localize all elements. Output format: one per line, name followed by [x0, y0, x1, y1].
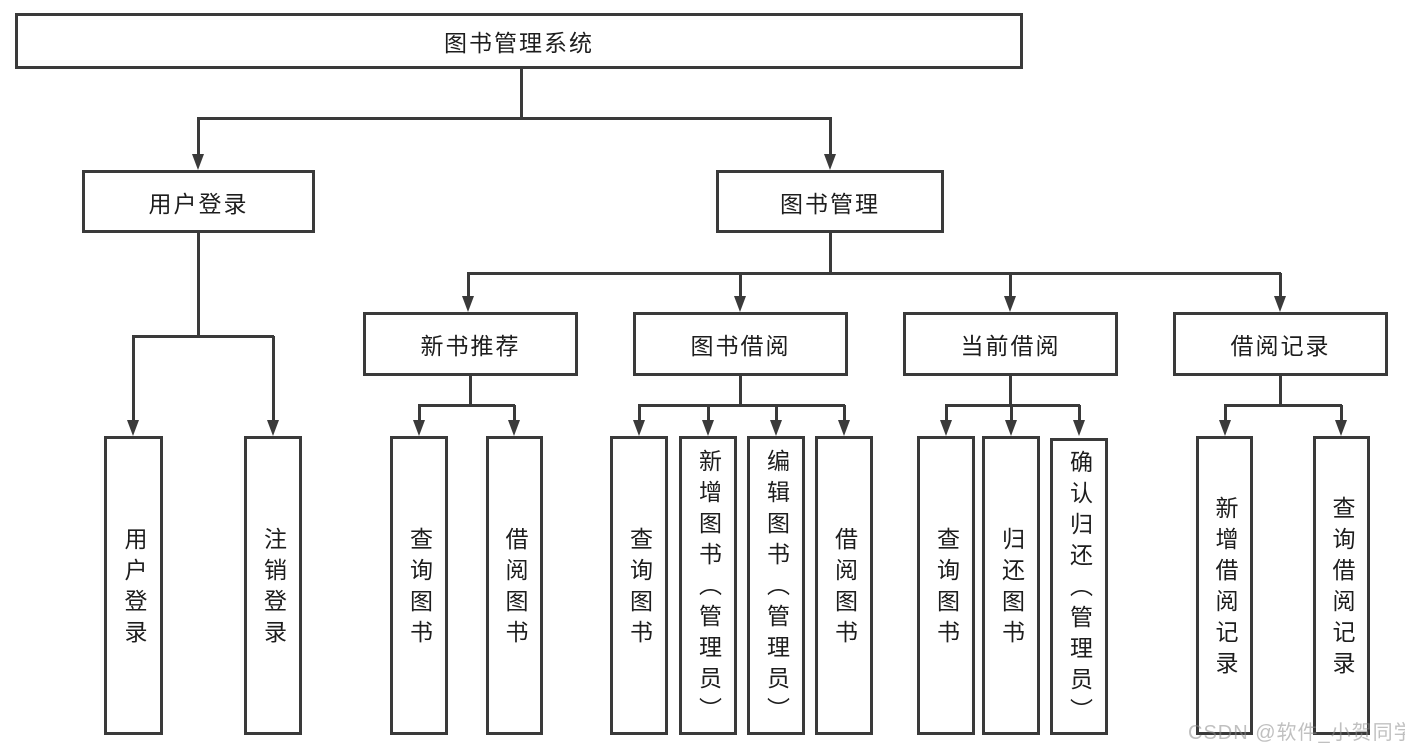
leaf-add-books-admin: 新增图书（管理员） [679, 436, 737, 735]
connector-line [638, 404, 845, 407]
arrowhead-icon [769, 420, 782, 436]
arrowhead-icon [1334, 420, 1347, 436]
connector-line [1010, 405, 1013, 422]
connector-line [132, 335, 274, 338]
leaf-return-books: 归还图书 [982, 436, 1040, 735]
connector-line [1009, 376, 1012, 405]
leaf-borrow-books: 借阅图书 [815, 436, 873, 735]
connector-line [197, 117, 832, 120]
arrowhead-icon [1218, 420, 1231, 436]
arrowhead-icon [1072, 420, 1085, 436]
connector-line [1279, 273, 1282, 298]
node-borrowing-records: 借阅记录 [1173, 312, 1388, 376]
csdn-watermark: CSDN @软件_小贺同学 [1188, 722, 1405, 744]
connector-line [1340, 405, 1343, 422]
arrowhead-icon [939, 420, 952, 436]
connector-line [467, 272, 1281, 275]
connector-line [272, 336, 275, 422]
connector-line [467, 273, 470, 298]
connector-line [1224, 404, 1342, 407]
arrowhead-icon [126, 420, 139, 436]
connector-line [1009, 273, 1012, 298]
arrowhead-icon [461, 296, 474, 312]
arrowhead-icon [507, 420, 520, 436]
connector-line [513, 405, 516, 422]
arrowhead-icon [733, 296, 746, 312]
leaf-query-borrow-record: 查询借阅记录 [1313, 436, 1370, 735]
leaf-logout: 注销登录 [244, 436, 302, 735]
connector-line [707, 405, 710, 422]
connector-line [469, 376, 472, 405]
leaf-confirm-return-admin: 确认归还（管理员） [1050, 438, 1108, 735]
leaf-edit-books-admin: 编辑图书（管理员） [747, 436, 805, 735]
node-book-management: 图书管理 [716, 170, 944, 233]
arrowhead-icon [837, 420, 850, 436]
connector-line [197, 233, 200, 336]
node-library-management-system: 图书管理系统 [15, 13, 1023, 69]
node-new-book-recommendation: 新书推荐 [363, 312, 578, 376]
connector-line [1078, 405, 1081, 422]
connector-line [739, 273, 742, 298]
connector-line [1224, 405, 1227, 422]
arrowhead-icon [823, 154, 836, 170]
node-book-borrowing: 图书借阅 [633, 312, 848, 376]
connector-line [418, 405, 421, 422]
connector-line [945, 405, 948, 422]
leaf-borrow-books: 借阅图书 [486, 436, 543, 735]
arrowhead-icon [632, 420, 645, 436]
connector-line [197, 118, 200, 158]
arrowhead-icon [701, 420, 714, 436]
node-current-borrowing: 当前借阅 [903, 312, 1118, 376]
connector-line [418, 404, 515, 407]
connector-line [520, 69, 523, 118]
arrowhead-icon [191, 154, 204, 170]
connector-line [829, 233, 832, 273]
node-user-login: 用户登录 [82, 170, 315, 233]
arrowhead-icon [266, 420, 279, 436]
arrowhead-icon [1003, 296, 1016, 312]
connector-line [638, 405, 641, 422]
connector-line [829, 118, 832, 158]
arrowhead-icon [1004, 420, 1017, 436]
connector-line [132, 336, 135, 422]
arrowhead-icon [412, 420, 425, 436]
connector-line [1279, 376, 1282, 405]
connector-line [945, 404, 1080, 407]
leaf-user-login: 用户登录 [104, 436, 163, 735]
leaf-query-books: 查询图书 [390, 436, 448, 735]
connector-line [739, 376, 742, 405]
leaf-add-borrow-record: 新增借阅记录 [1196, 436, 1253, 735]
connector-line [775, 405, 778, 422]
leaf-query-books: 查询图书 [917, 436, 975, 735]
arrowhead-icon [1273, 296, 1286, 312]
connector-line [843, 405, 846, 422]
leaf-query-books: 查询图书 [610, 436, 668, 735]
